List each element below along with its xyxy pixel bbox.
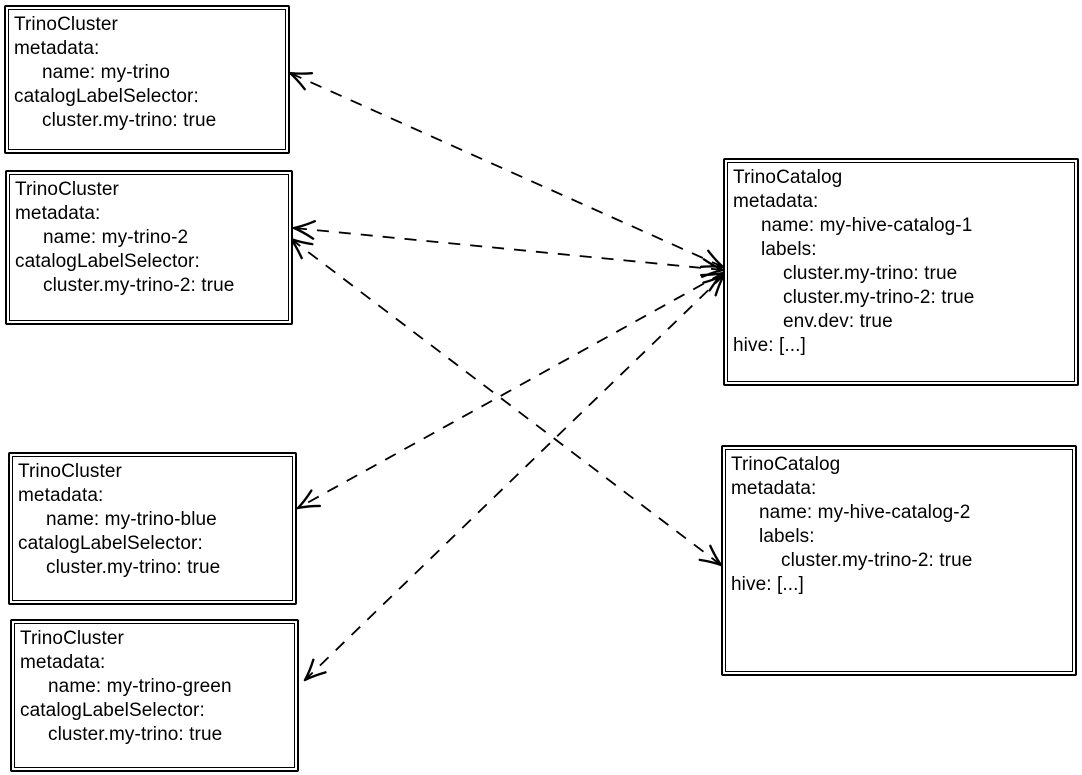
labels-label: labels: — [761, 239, 817, 260]
selector-line: cluster.my-trino: true — [48, 724, 223, 745]
selector-line: cluster.my-trino: true — [46, 557, 221, 578]
hive-line: hive: [...] — [731, 574, 804, 595]
name-line: name: my-trino-green — [48, 676, 232, 697]
resource-kind: TrinoCluster — [18, 461, 122, 482]
resource-kind: TrinoCluster — [14, 14, 118, 35]
name-line: name: my-trino-blue — [46, 509, 217, 530]
trinocatalog-my-hive-catalog-1-box: TrinoCatalog metadata: name: my-hive-cat… — [723, 158, 1079, 386]
metadata-label: metadata: — [20, 652, 106, 673]
metadata-label: metadata: — [733, 191, 819, 212]
edge-catalog1-cluster-my-trino-blue — [298, 273, 723, 508]
selector-label: catalogLabelSelector: — [14, 86, 199, 107]
label-line: cluster.my-trino-2: true — [781, 550, 973, 571]
name-line: name: my-trino — [42, 62, 171, 83]
name-line: name: my-trino-2 — [43, 227, 189, 248]
edge-catalog2-cluster-my-trino-2 — [291, 239, 721, 565]
edge-catalog1-cluster-my-trino-2 — [294, 228, 723, 270]
metadata-label: metadata: — [14, 38, 100, 59]
trinocatalog-my-hive-catalog-2-box: TrinoCatalog metadata: name: my-hive-cat… — [721, 445, 1077, 676]
trinocluster-my-trino-blue-box: TrinoCluster metadata: name: my-trino-bl… — [8, 452, 297, 605]
resource-kind: TrinoCluster — [15, 179, 119, 200]
edge-catalog1-cluster-my-trino — [290, 73, 723, 267]
selector-label: catalogLabelSelector: — [15, 251, 200, 272]
label-line: cluster.my-trino-2: true — [783, 287, 975, 308]
metadata-label: metadata: — [18, 485, 104, 506]
trinocluster-my-trino-green-box: TrinoCluster metadata: name: my-trino-gr… — [10, 619, 299, 772]
selector-line: cluster.my-trino: true — [42, 110, 217, 131]
edge-catalog1-cluster-my-trino-green — [305, 275, 724, 680]
selector-line: cluster.my-trino-2: true — [43, 275, 235, 296]
metadata-label: metadata: — [15, 203, 101, 224]
selector-label: catalogLabelSelector: — [18, 533, 203, 554]
trinocluster-my-trino-2-box: TrinoCluster metadata: name: my-trino-2 … — [5, 170, 293, 325]
metadata-label: metadata: — [731, 478, 817, 499]
selector-label: catalogLabelSelector: — [20, 700, 205, 721]
name-line: name: my-hive-catalog-1 — [761, 215, 973, 236]
resource-kind: TrinoCatalog — [733, 167, 843, 188]
labels-label: labels: — [759, 526, 815, 547]
trinocluster-my-trino-box: TrinoCluster metadata: name: my-trino ca… — [4, 5, 290, 154]
label-line: cluster.my-trino: true — [783, 263, 958, 284]
hive-line: hive: [...] — [733, 335, 806, 356]
label-line: env.dev: true — [783, 311, 893, 332]
resource-kind: TrinoCatalog — [731, 454, 841, 475]
name-line: name: my-hive-catalog-2 — [759, 502, 971, 523]
resource-kind: TrinoCluster — [20, 628, 124, 649]
